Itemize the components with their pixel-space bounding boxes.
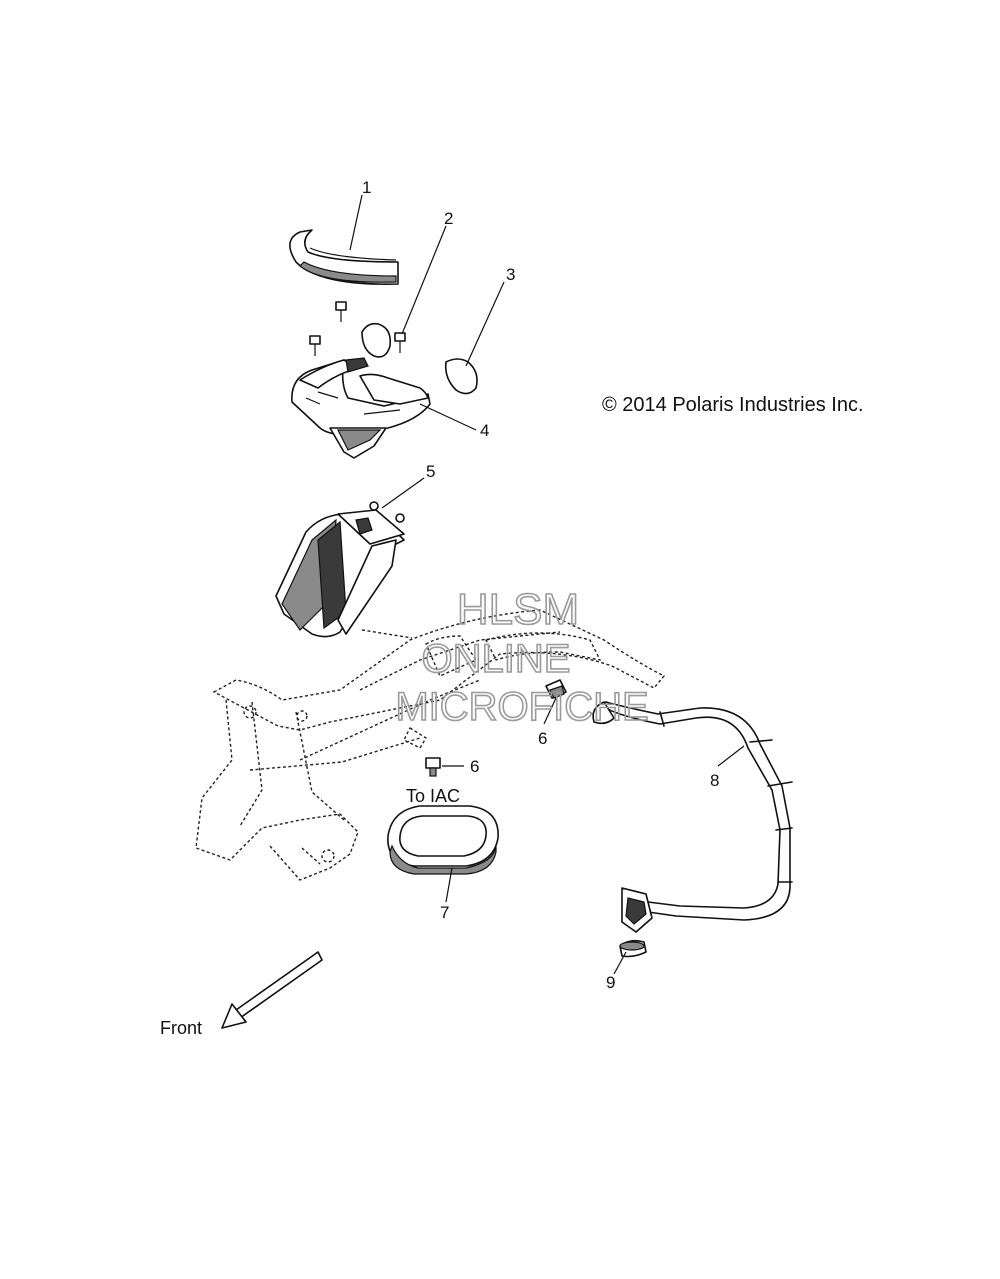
part-4-airbox-cover — [291, 357, 431, 459]
leader-lines — [349, 194, 745, 975]
fitting-icon — [545, 679, 567, 699]
screw-icon — [335, 301, 347, 322]
to-iac-note: To IAC — [406, 786, 460, 806]
callout-numbers: 1 2 3 4 5 6 6 7 8 9 — [362, 178, 719, 992]
part-6-fittings — [425, 679, 567, 777]
callout-2: 2 — [444, 209, 453, 228]
part-3-clamps — [361, 322, 478, 395]
callout-5: 5 — [426, 462, 435, 481]
copyright-text: © 2014 Polaris Industries Inc. — [602, 394, 864, 416]
callout-9: 9 — [606, 973, 615, 992]
part-7-gasket — [387, 805, 499, 875]
callout-1: 1 — [362, 178, 371, 197]
callout-4: 4 — [480, 421, 489, 440]
part-9-cap — [619, 939, 647, 958]
screw-icon — [394, 332, 406, 353]
part-2-screws — [309, 301, 406, 356]
callout-3: 3 — [506, 265, 515, 284]
frame-phantom — [195, 609, 666, 881]
screw-icon — [309, 335, 321, 356]
watermark: HLSM ONLINE MICROFICHE — [395, 584, 650, 730]
callout-6-lower: 6 — [470, 757, 479, 776]
callout-7: 7 — [440, 903, 449, 922]
watermark-line-2: ONLINE — [422, 637, 571, 681]
watermark-line-3: MICROFICHE — [395, 685, 648, 729]
front-label: Front — [160, 1018, 202, 1038]
callout-6-upper: 6 — [538, 729, 547, 748]
part-5-airbox — [275, 501, 405, 638]
fitting-icon — [425, 757, 441, 777]
front-arrow-icon — [221, 951, 323, 1029]
part-1-seal-strip — [289, 229, 399, 285]
watermark-line-1: HLSM — [457, 585, 579, 634]
part-8-hose — [592, 701, 793, 933]
callout-8: 8 — [710, 771, 719, 790]
